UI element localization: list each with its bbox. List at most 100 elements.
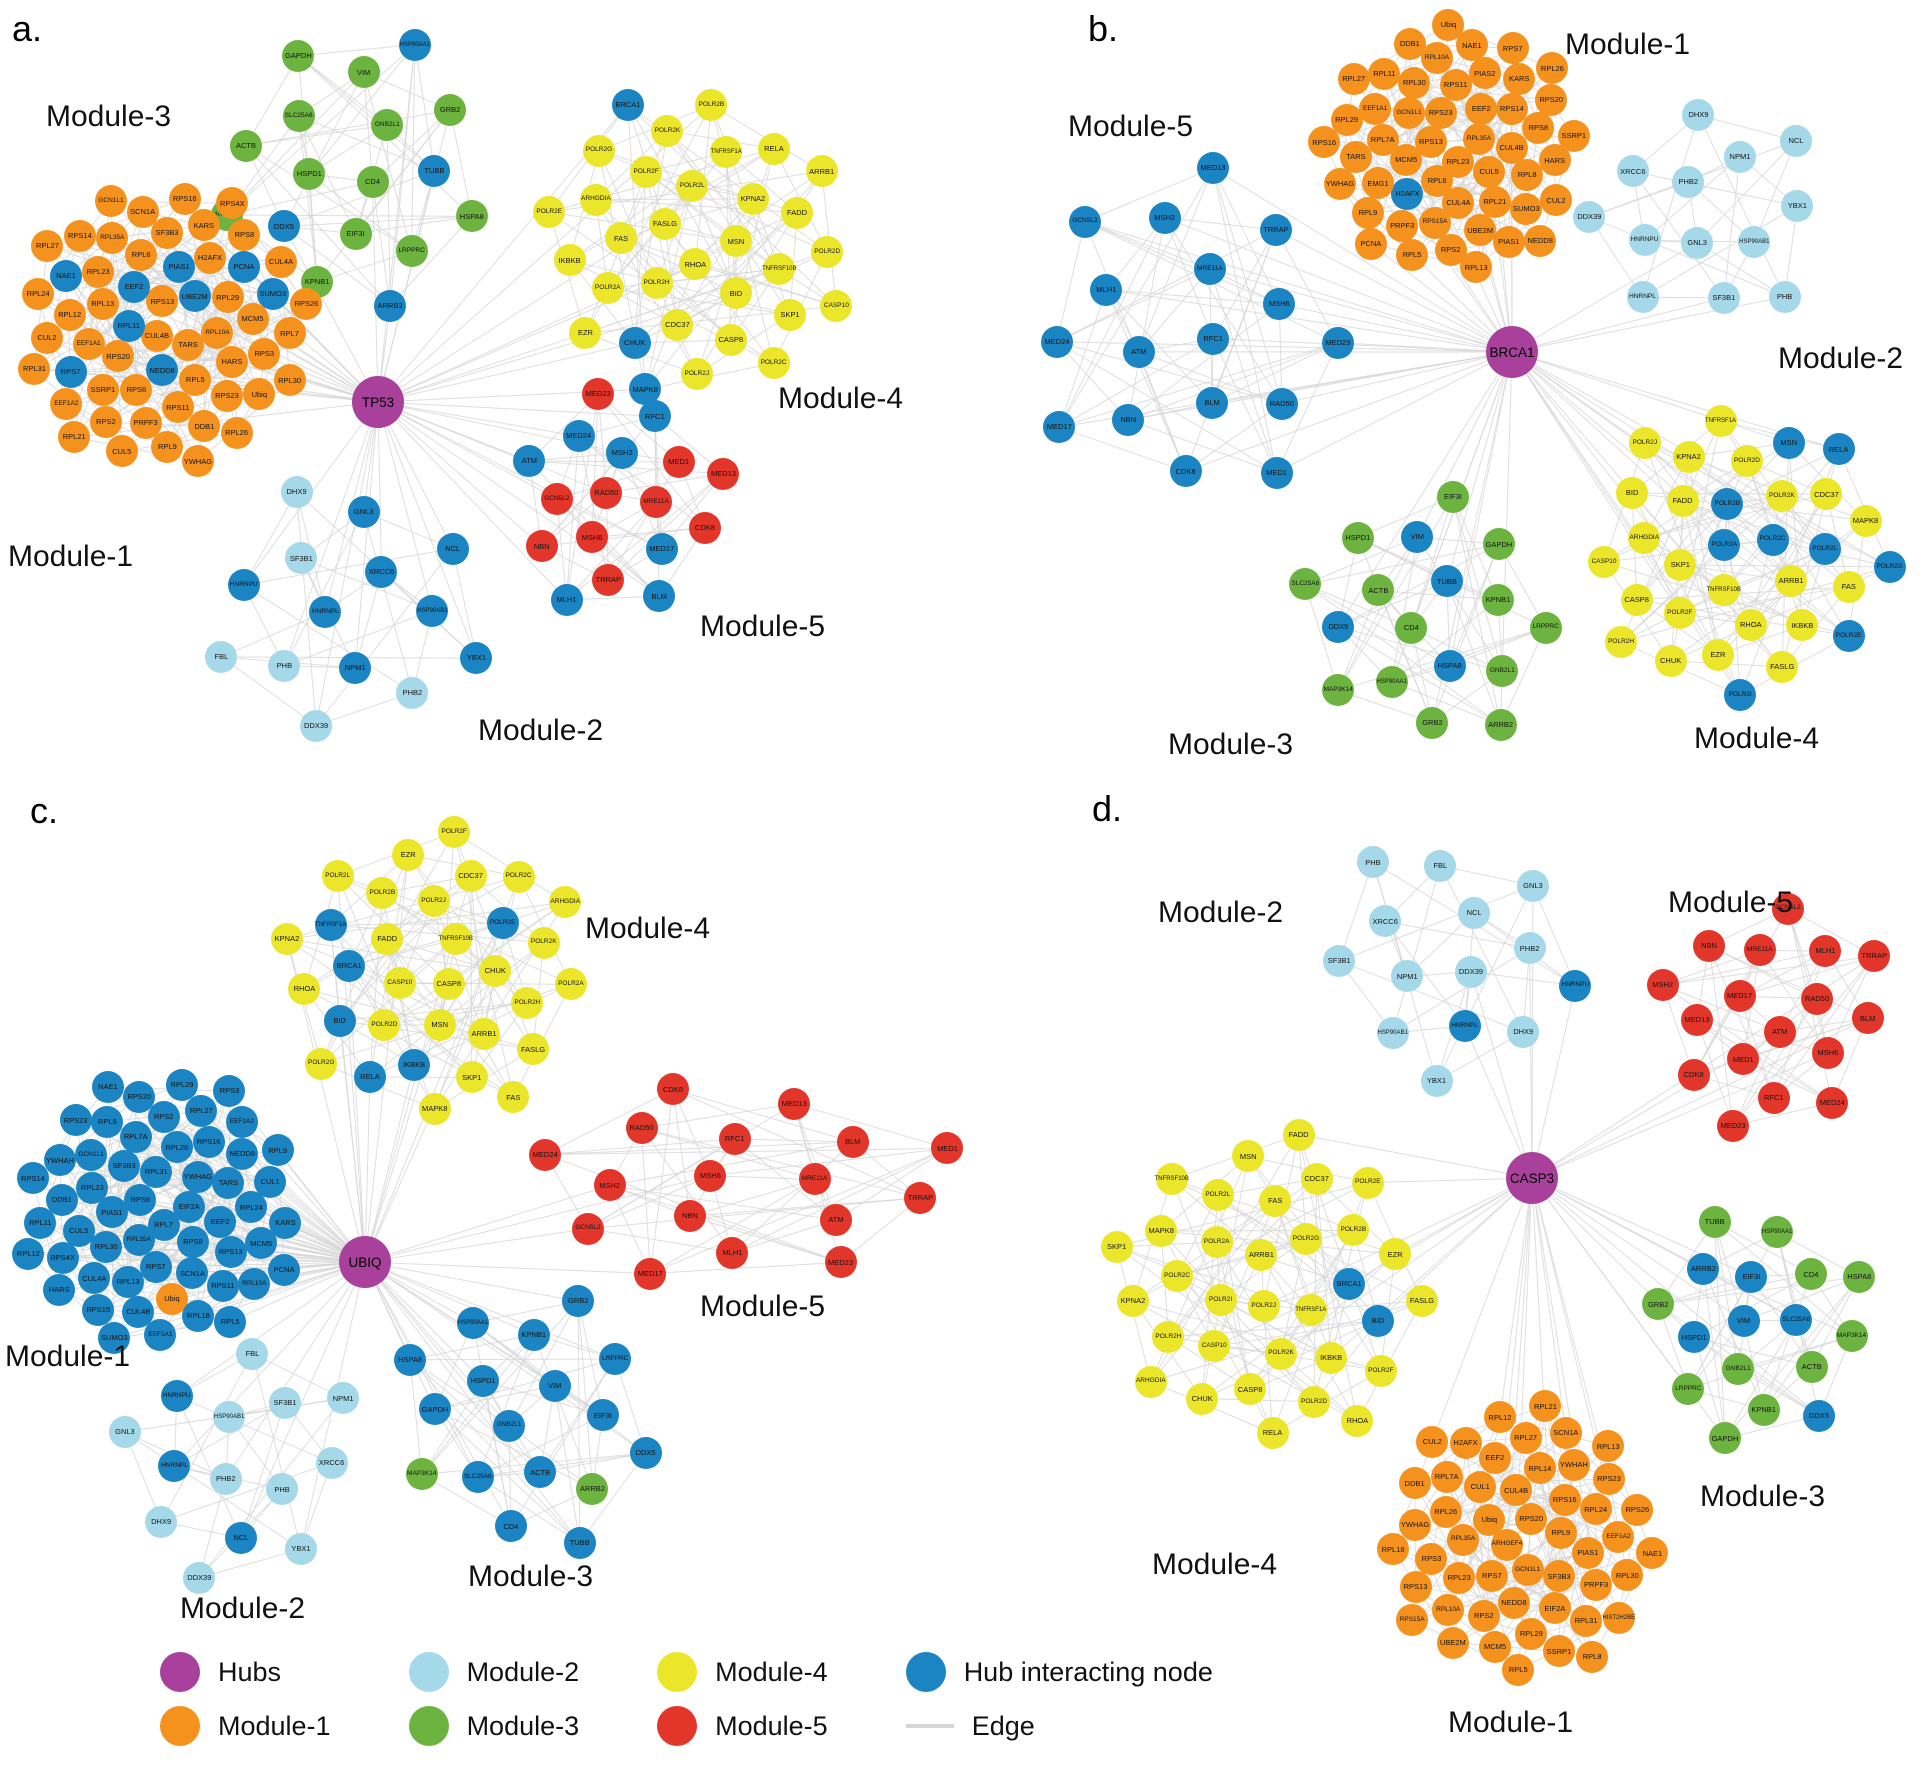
node-MED1: MED1	[1727, 1043, 1760, 1076]
node-ACTB: ACTB	[229, 129, 262, 162]
edge	[1693, 1336, 1820, 1417]
node-EEF1A2: EEF1A2	[50, 387, 83, 420]
node-PIAS1: PIAS1	[1571, 1536, 1604, 1569]
edge	[579, 1452, 647, 1544]
edge	[689, 1215, 841, 1263]
edge	[645, 171, 780, 270]
node-SF3B1: SF3B1	[285, 542, 318, 575]
edge	[472, 1322, 604, 1416]
node-CUL4B: CUL4B	[1495, 132, 1528, 165]
panel-letter-b: b.	[1088, 8, 1119, 49]
edge	[1212, 167, 1513, 353]
node-RPL30: RPL30	[273, 364, 306, 397]
edge	[1168, 1200, 1276, 1338]
legend-item-hubs: Hubs	[160, 1652, 331, 1692]
edge	[1263, 1306, 1274, 1434]
edge	[1636, 460, 1748, 600]
edge	[1739, 955, 1875, 997]
edge	[597, 393, 706, 528]
edge	[1723, 548, 1825, 591]
node-DHX9: DHX9	[145, 1505, 178, 1538]
edge	[732, 1219, 837, 1254]
node-PHB: PHB	[1768, 280, 1801, 313]
node-YWHAG: YWHAG	[181, 445, 214, 478]
node-DDX39: DDX39	[1454, 955, 1487, 988]
edge	[677, 212, 798, 326]
edge	[377, 44, 416, 403]
node-CASP10: CASP10	[383, 966, 416, 999]
node-ATM: ATM	[1763, 1015, 1796, 1048]
edge	[734, 1138, 853, 1143]
node-GCN5L2: GCN5L2	[1068, 205, 1101, 238]
edge	[348, 965, 485, 1035]
edge	[1511, 351, 1681, 614]
node-ARRB2: ARRB2	[374, 289, 407, 322]
node-BRCA1: BRCA1	[1333, 1268, 1366, 1301]
node-POLR2F: POLR2F	[1663, 596, 1696, 629]
edge	[411, 44, 416, 252]
edge	[1470, 971, 1576, 987]
node-MSN: MSN	[1772, 426, 1805, 459]
node-LRPPRC: LRPPRC	[1529, 611, 1562, 644]
node-MED17: MED17	[1043, 411, 1076, 444]
module-label-module-2: Module-2	[1158, 896, 1284, 929]
edge	[641, 1128, 651, 1274]
edge	[286, 938, 496, 972]
node-POLR2J: POLR2J	[680, 358, 713, 391]
node-RELA: RELA	[1822, 433, 1855, 466]
node-PHB2: PHB2	[1672, 165, 1705, 198]
edge	[1698, 114, 1786, 297]
edge	[226, 72, 364, 216]
edge	[677, 198, 754, 326]
node-NEDD8: NEDD8	[226, 1137, 259, 1170]
node-NBN: NBN	[525, 530, 558, 563]
edge	[349, 938, 456, 967]
node-FAS: FAS	[1259, 1185, 1292, 1218]
module-label-module-1: Module-1	[8, 540, 134, 573]
edge	[1138, 351, 1187, 472]
node-RPL18: RPL18	[1377, 1533, 1410, 1566]
edge	[364, 1261, 510, 1426]
legend-swatch-module2	[408, 1652, 449, 1692]
node-KPNB1: KPNB1	[1747, 1393, 1780, 1426]
node-POLR2D: POLR2D	[811, 235, 844, 268]
edge	[1316, 1178, 1332, 1358]
node-MSH6: MSH6	[1263, 288, 1296, 321]
node-POLR2L: POLR2L	[1808, 533, 1841, 566]
node-MED24: MED24	[529, 1138, 562, 1171]
node-BLM: BLM	[1851, 1002, 1884, 1035]
node-RPL11: RPL11	[1368, 58, 1401, 91]
node-POLR2I: POLR2I	[1724, 679, 1757, 712]
edge	[620, 238, 732, 341]
node-POLR2B: POLR2B	[366, 877, 399, 910]
node-RPL12: RPL12	[53, 298, 86, 331]
edge	[1305, 536, 1418, 585]
node-SLC25A6: SLC25A6	[461, 1460, 494, 1493]
node-EIF3I: EIF3I	[1735, 1260, 1768, 1293]
edge	[569, 148, 775, 261]
edge	[176, 1395, 242, 1539]
node-MAP3K14: MAP3K14	[1835, 1319, 1868, 1352]
edge	[364, 1261, 579, 1302]
edge	[1084, 221, 1211, 270]
edge	[1531, 1177, 1820, 1417]
node-GNL3: GNL3	[1516, 869, 1549, 902]
node-NAE1: NAE1	[1455, 29, 1488, 62]
edge	[1217, 1194, 1379, 1322]
node-EEF2: EEF2	[1478, 1441, 1511, 1474]
node-CASP8: CASP8	[1234, 1373, 1267, 1406]
node-NPM1: NPM1	[1391, 960, 1424, 993]
node-MAPK8: MAPK8	[629, 373, 662, 406]
edge	[609, 1141, 853, 1186]
hub-node-TP53: TP53	[352, 376, 404, 428]
node-HNRNPL: HNRNPL	[158, 1449, 191, 1482]
edge	[650, 1179, 815, 1274]
node-MSH6: MSH6	[694, 1159, 727, 1192]
node-HSP90AA1: HSP90AA1	[398, 28, 431, 61]
edge	[793, 1103, 837, 1221]
edge	[569, 259, 791, 315]
edge	[199, 1548, 302, 1579]
node-RPL31: RPL31	[1570, 1604, 1603, 1637]
node-MRE11A: MRE11A	[640, 486, 673, 519]
edge	[1682, 500, 1719, 656]
